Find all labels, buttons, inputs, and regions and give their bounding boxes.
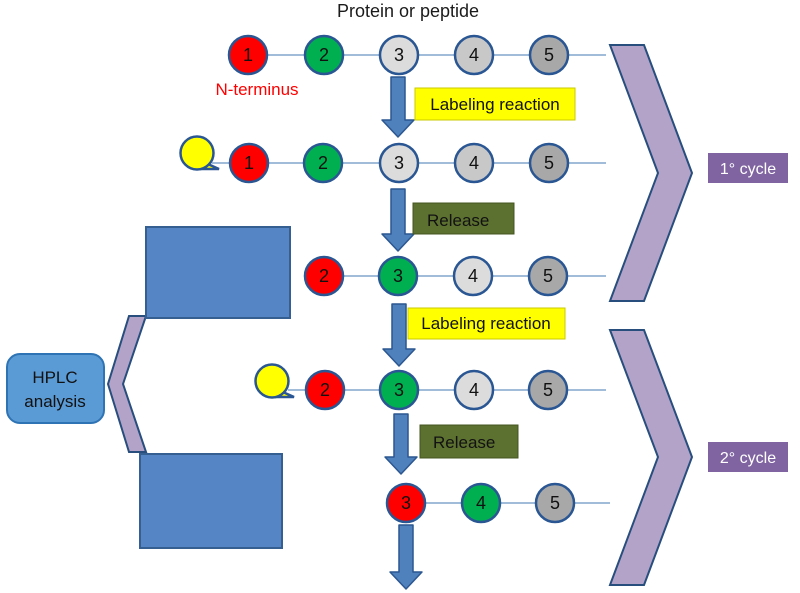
label-blob-body bbox=[254, 363, 290, 399]
cycle1-chevron bbox=[608, 44, 694, 302]
labeling-reaction-box bbox=[414, 87, 576, 121]
release-box bbox=[419, 424, 519, 459]
down-arrow-5 bbox=[389, 524, 423, 590]
residue-number: 4 bbox=[476, 493, 486, 513]
labeling-reaction-text: Labeling reaction bbox=[421, 314, 550, 333]
residue-number: 5 bbox=[550, 493, 560, 513]
residue-circle bbox=[304, 369, 346, 411]
residue-number: 2 bbox=[318, 153, 328, 173]
cycle2-badge-box bbox=[708, 442, 788, 472]
cycle1-badge-text: 1° cycle bbox=[720, 161, 776, 178]
label-blob bbox=[179, 135, 220, 171]
residue-number: 4 bbox=[469, 380, 479, 400]
residue-circle bbox=[378, 34, 420, 76]
residue-number: 3 bbox=[394, 153, 404, 173]
labeling-reaction-label-2: Labeling reaction bbox=[407, 307, 566, 340]
residue-number: 2 bbox=[320, 380, 330, 400]
hplc-box-shape bbox=[6, 353, 105, 424]
residue-circle bbox=[453, 34, 495, 76]
residue-number: 4 bbox=[468, 266, 478, 286]
release-label-1: Release bbox=[412, 202, 515, 235]
label-blob-body bbox=[179, 135, 215, 171]
released-fraction-panel-top bbox=[145, 226, 291, 319]
residue-circle bbox=[303, 255, 345, 297]
peptide-row-4: 2 3 4 5 bbox=[254, 363, 606, 411]
release-text: Release bbox=[433, 433, 495, 452]
peptide-row-3: 2 3 4 5 bbox=[303, 255, 606, 297]
labeling-reaction-label-1: Labeling reaction bbox=[414, 87, 576, 121]
peptide-row-2: 1 2 3 4 5 bbox=[179, 135, 606, 184]
down-arrow-3 bbox=[382, 303, 416, 367]
released-fraction-panel-bottom bbox=[139, 453, 283, 549]
peptide-row-5: 3 4 5 bbox=[385, 482, 610, 524]
cycle2-badge: 2° cycle bbox=[708, 442, 788, 472]
residue-number: 2 bbox=[319, 45, 329, 65]
residue-circle bbox=[303, 34, 345, 76]
cycle2-badge-text: 2° cycle bbox=[720, 450, 776, 467]
residue-number: 1 bbox=[244, 153, 254, 173]
residue-number: 4 bbox=[469, 153, 479, 173]
hplc-text-line1: HPLC bbox=[32, 368, 77, 387]
labeling-reaction-box bbox=[407, 307, 566, 340]
residue-circle bbox=[378, 142, 420, 184]
residue-circle bbox=[534, 482, 576, 524]
residue-number: 3 bbox=[394, 380, 404, 400]
residue-circle bbox=[378, 369, 420, 411]
residue-number: 3 bbox=[394, 45, 404, 65]
down-arrow-2 bbox=[381, 188, 415, 252]
residue-number: 3 bbox=[393, 266, 403, 286]
residue-number: 1 bbox=[243, 45, 253, 65]
hplc-bracket-chevron bbox=[106, 315, 148, 453]
down-arrow-1 bbox=[381, 76, 415, 138]
residue-circle bbox=[227, 34, 269, 76]
residue-number: 5 bbox=[544, 153, 554, 173]
release-label-2: Release bbox=[419, 424, 519, 459]
label-blob bbox=[254, 363, 295, 399]
residue-number: 2 bbox=[319, 266, 329, 286]
residue-circle bbox=[453, 369, 495, 411]
release-text: Release bbox=[427, 211, 489, 230]
residue-circle bbox=[228, 142, 270, 184]
residue-circle bbox=[460, 482, 502, 524]
residue-circle bbox=[385, 482, 427, 524]
residue-circle bbox=[453, 142, 495, 184]
hplc-text-line2: analysis bbox=[24, 392, 85, 411]
residue-number: 5 bbox=[543, 380, 553, 400]
residue-number: 5 bbox=[544, 45, 554, 65]
n-terminus-label: N-terminus bbox=[215, 80, 298, 99]
residue-circle bbox=[377, 255, 419, 297]
cycle1-badge: 1° cycle bbox=[708, 153, 788, 183]
residue-number: 4 bbox=[469, 45, 479, 65]
residue-circle bbox=[452, 255, 494, 297]
residue-circle bbox=[302, 142, 344, 184]
residue-circle bbox=[527, 369, 569, 411]
residue-number: 5 bbox=[543, 266, 553, 286]
diagram-title: Protein or peptide bbox=[337, 1, 479, 21]
residue-circle bbox=[527, 255, 569, 297]
residue-circle bbox=[528, 34, 570, 76]
residue-circle bbox=[528, 142, 570, 184]
down-arrow-4 bbox=[384, 413, 418, 475]
hplc-analysis-box: HPLC analysis bbox=[6, 353, 105, 424]
residue-number: 3 bbox=[401, 493, 411, 513]
release-box bbox=[412, 202, 515, 235]
peptide-row-1: 1 2 3 4 5 bbox=[227, 34, 606, 76]
labeling-reaction-text: Labeling reaction bbox=[430, 95, 559, 114]
cycle2-chevron bbox=[608, 329, 694, 586]
cycle1-badge-box bbox=[708, 153, 788, 183]
